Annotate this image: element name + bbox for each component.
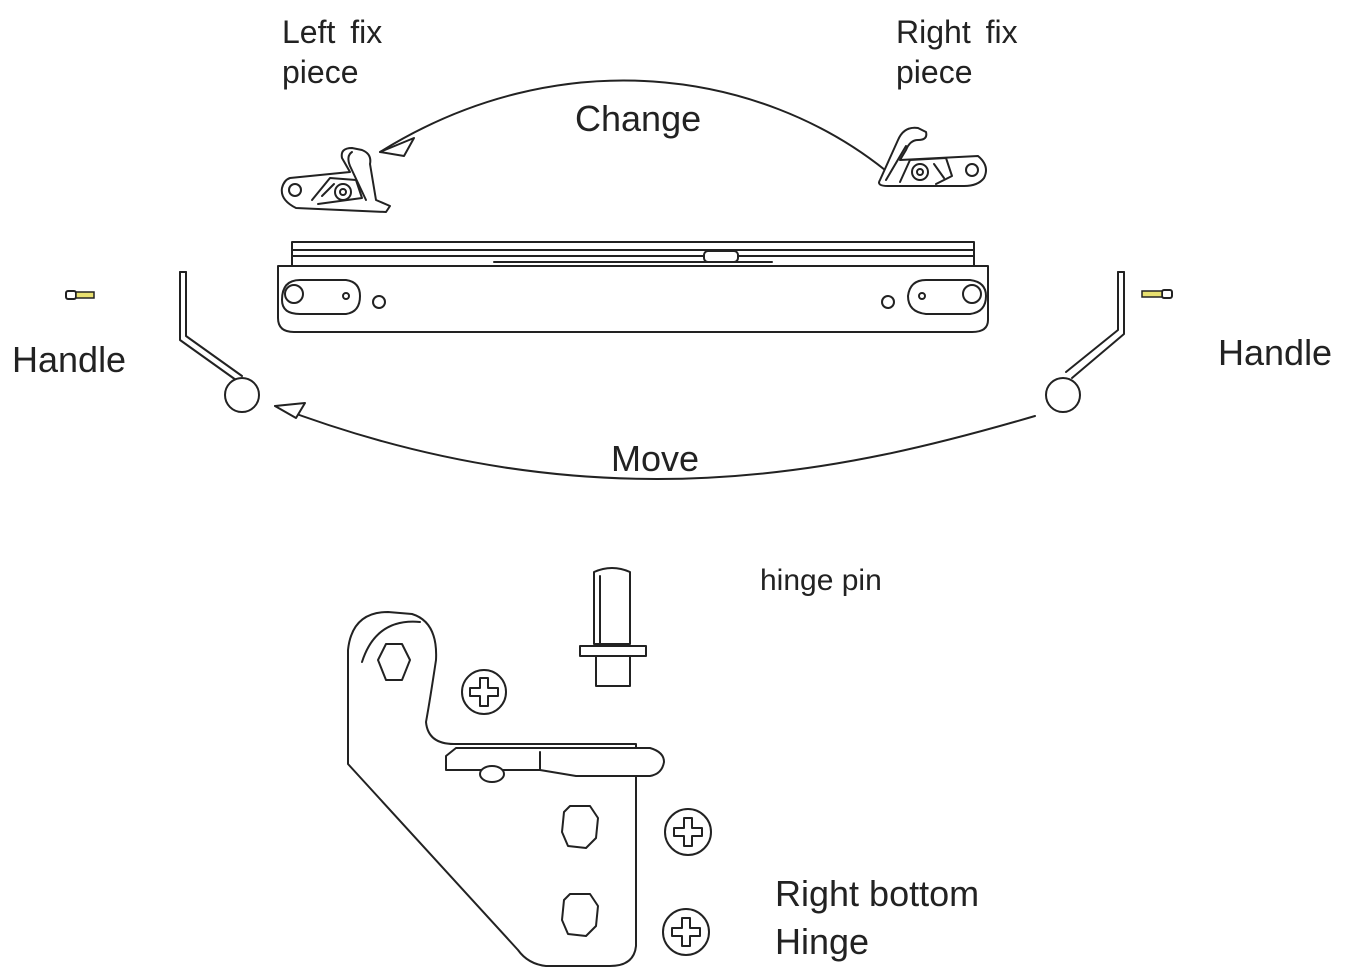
arrow-head-icon	[379, 137, 415, 157]
right-bottom-hinge-label-line-2: Hinge	[775, 920, 870, 962]
right-bottom-hinge-label-line-1: Right bottom	[775, 873, 980, 914]
cross-head-screw-icon	[461, 669, 507, 715]
cross-head-screw-icon	[662, 908, 710, 956]
left-fix-piece-label-line-1: Left fix	[282, 14, 383, 50]
change-arrow	[379, 79, 886, 171]
move-arrow	[274, 402, 1036, 480]
arrow-head-icon	[274, 402, 306, 419]
right-bottom-hinge-label: Right bottom Hinge	[775, 870, 979, 966]
cross-head-screw-icon	[664, 808, 712, 856]
right-fix-piece-label-line-2: piece	[896, 54, 973, 90]
screw-icon	[65, 290, 95, 300]
move-label: Move	[611, 438, 700, 479]
right-fix-piece-label-line-1: Right fix	[896, 14, 1018, 50]
right-fix-piece	[878, 126, 987, 187]
left-fix-piece-label-line-2: piece	[282, 54, 359, 90]
right-bottom-hinge	[347, 611, 665, 967]
right-handle	[1045, 271, 1125, 413]
hinge-pin	[579, 567, 647, 687]
left-fix-piece	[280, 147, 391, 213]
handle-right-label: Handle	[1218, 332, 1333, 373]
left-fix-piece-label: Left fix piece	[282, 12, 382, 92]
hinge-pin-label: hinge pin	[760, 564, 882, 597]
screw-icon	[1141, 289, 1173, 299]
handle-left-label: Handle	[12, 339, 127, 380]
left-handle	[179, 271, 260, 413]
change-label: Change	[575, 98, 702, 139]
rail-bar	[277, 241, 989, 333]
right-fix-piece-label: Right fix piece	[896, 12, 1018, 92]
